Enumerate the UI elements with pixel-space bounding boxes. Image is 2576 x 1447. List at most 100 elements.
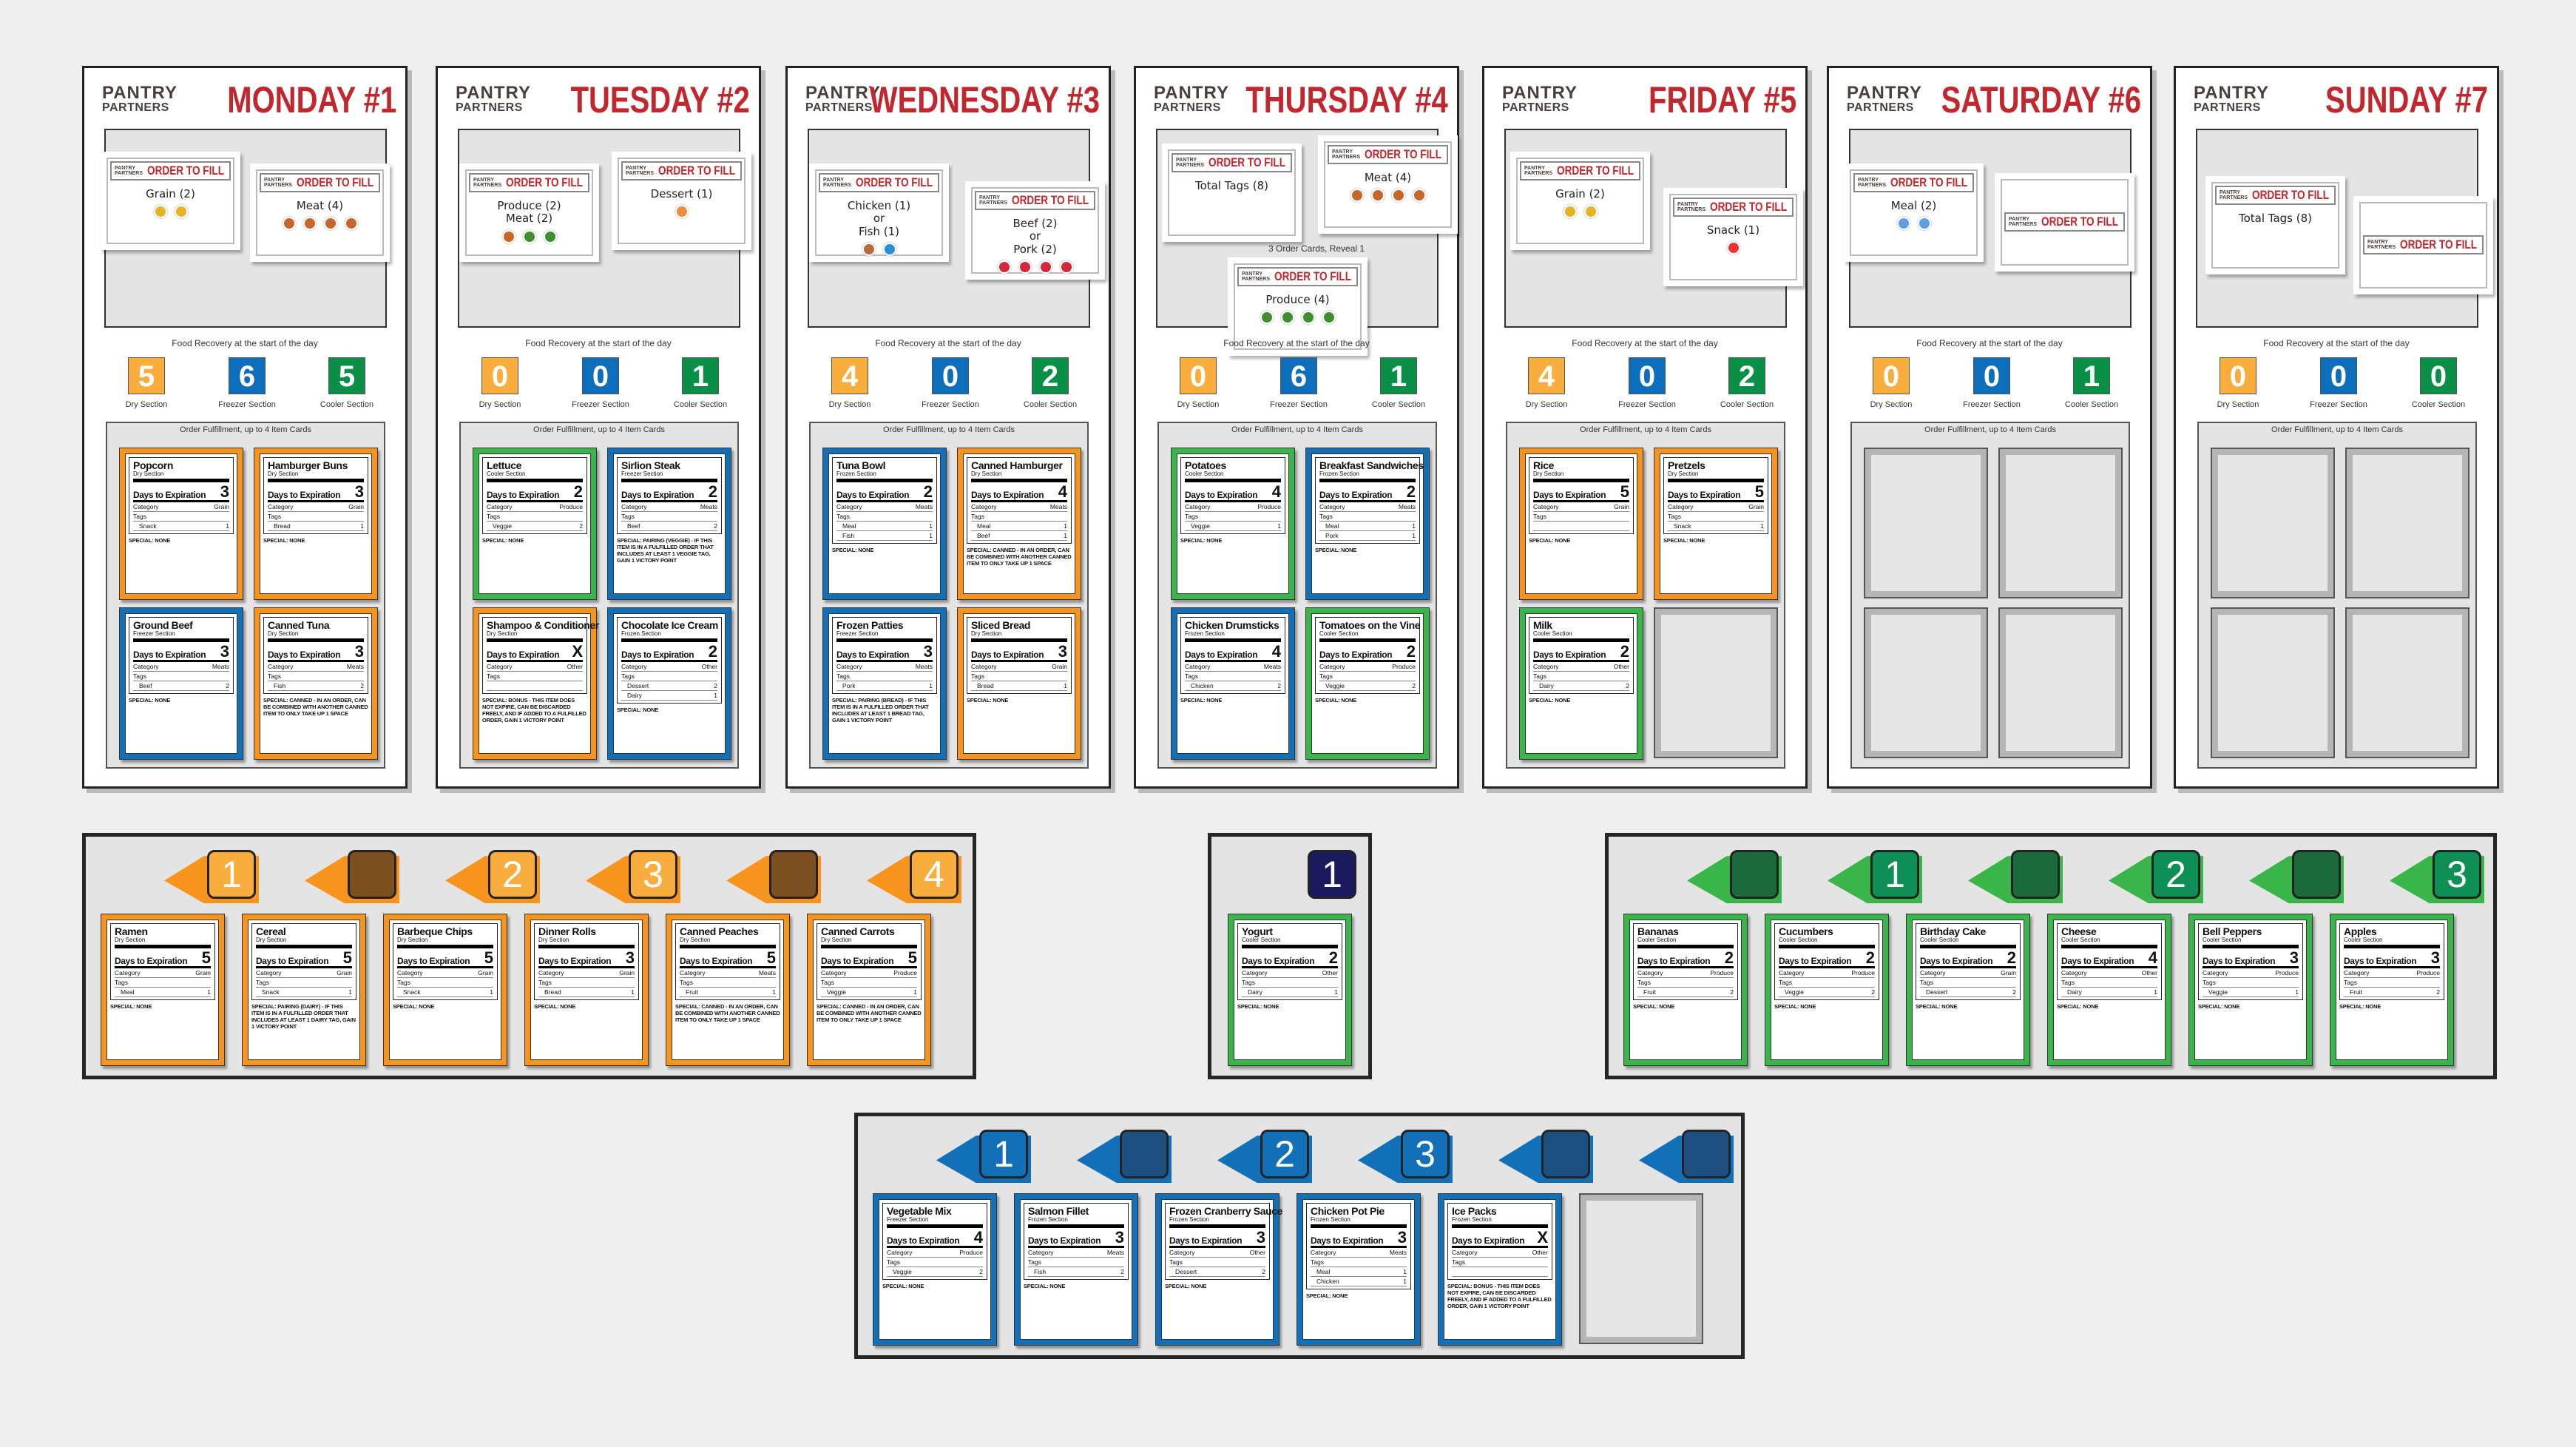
category-value: Other [1613,662,1629,670]
marker-token[interactable]: 3 [2390,850,2486,904]
category-label: Category [268,662,294,670]
marker-token[interactable] [1077,1130,1173,1184]
marker-token[interactable] [1687,850,1783,904]
recovery-count-freezer: 0 [1629,357,1666,394]
marker-token[interactable] [1639,1130,1735,1184]
tag-name: Fruit [2350,988,2362,996]
empty-card-slot[interactable] [1998,607,2123,758]
marker-token[interactable]: 3 [1358,1130,1454,1184]
special-text: SPECIAL: NONE [1315,696,1357,704]
recovery-count-dry: 0 [1873,357,1910,394]
marker-token[interactable] [2249,850,2345,904]
marker-token[interactable] [305,850,401,904]
marker-token[interactable]: 1 [936,1130,1032,1184]
empty-card-slot[interactable] [1654,607,1778,758]
empty-card-slot[interactable] [1864,607,1988,758]
empty-card-slot[interactable] [2211,448,2335,598]
marker-token[interactable]: 1 [1265,850,1361,904]
marker-token[interactable]: 2 [1217,1130,1314,1184]
empty-card-slot[interactable] [2345,448,2469,598]
marker-number: 1 [979,1130,1028,1178]
marker-token[interactable]: 3 [586,850,682,904]
empty-card-slot[interactable] [1864,448,1988,598]
marker-token[interactable] [1498,1130,1595,1184]
special-text: SPECIAL: CANNED - IN AN ORDER, CAN BE CO… [967,546,1072,567]
tags-row: Tags [1311,1258,1407,1267]
days-value: 5 [1620,482,1629,501]
marker-token[interactable] [1968,850,2064,904]
marker-token[interactable]: 1 [164,850,260,904]
marker-token[interactable]: 2 [445,850,541,904]
marker-token[interactable]: 2 [2109,850,2205,904]
marker-token[interactable] [726,850,822,904]
logo-line1: PANTRY [1176,158,1197,163]
empty-card-slot[interactable] [1579,1193,1703,1344]
empty-card-slot[interactable] [2211,607,2335,758]
marker-token[interactable]: 4 [867,850,963,904]
category-value: Produce [559,502,583,510]
empty-card-slot[interactable] [2345,607,2469,758]
special-text: SPECIAL: CANNED - IN AN ORDER, CAN BE CO… [817,1002,922,1023]
marker-token[interactable]: 1 [1828,850,1924,904]
empty-card-slot[interactable] [1998,448,2123,598]
